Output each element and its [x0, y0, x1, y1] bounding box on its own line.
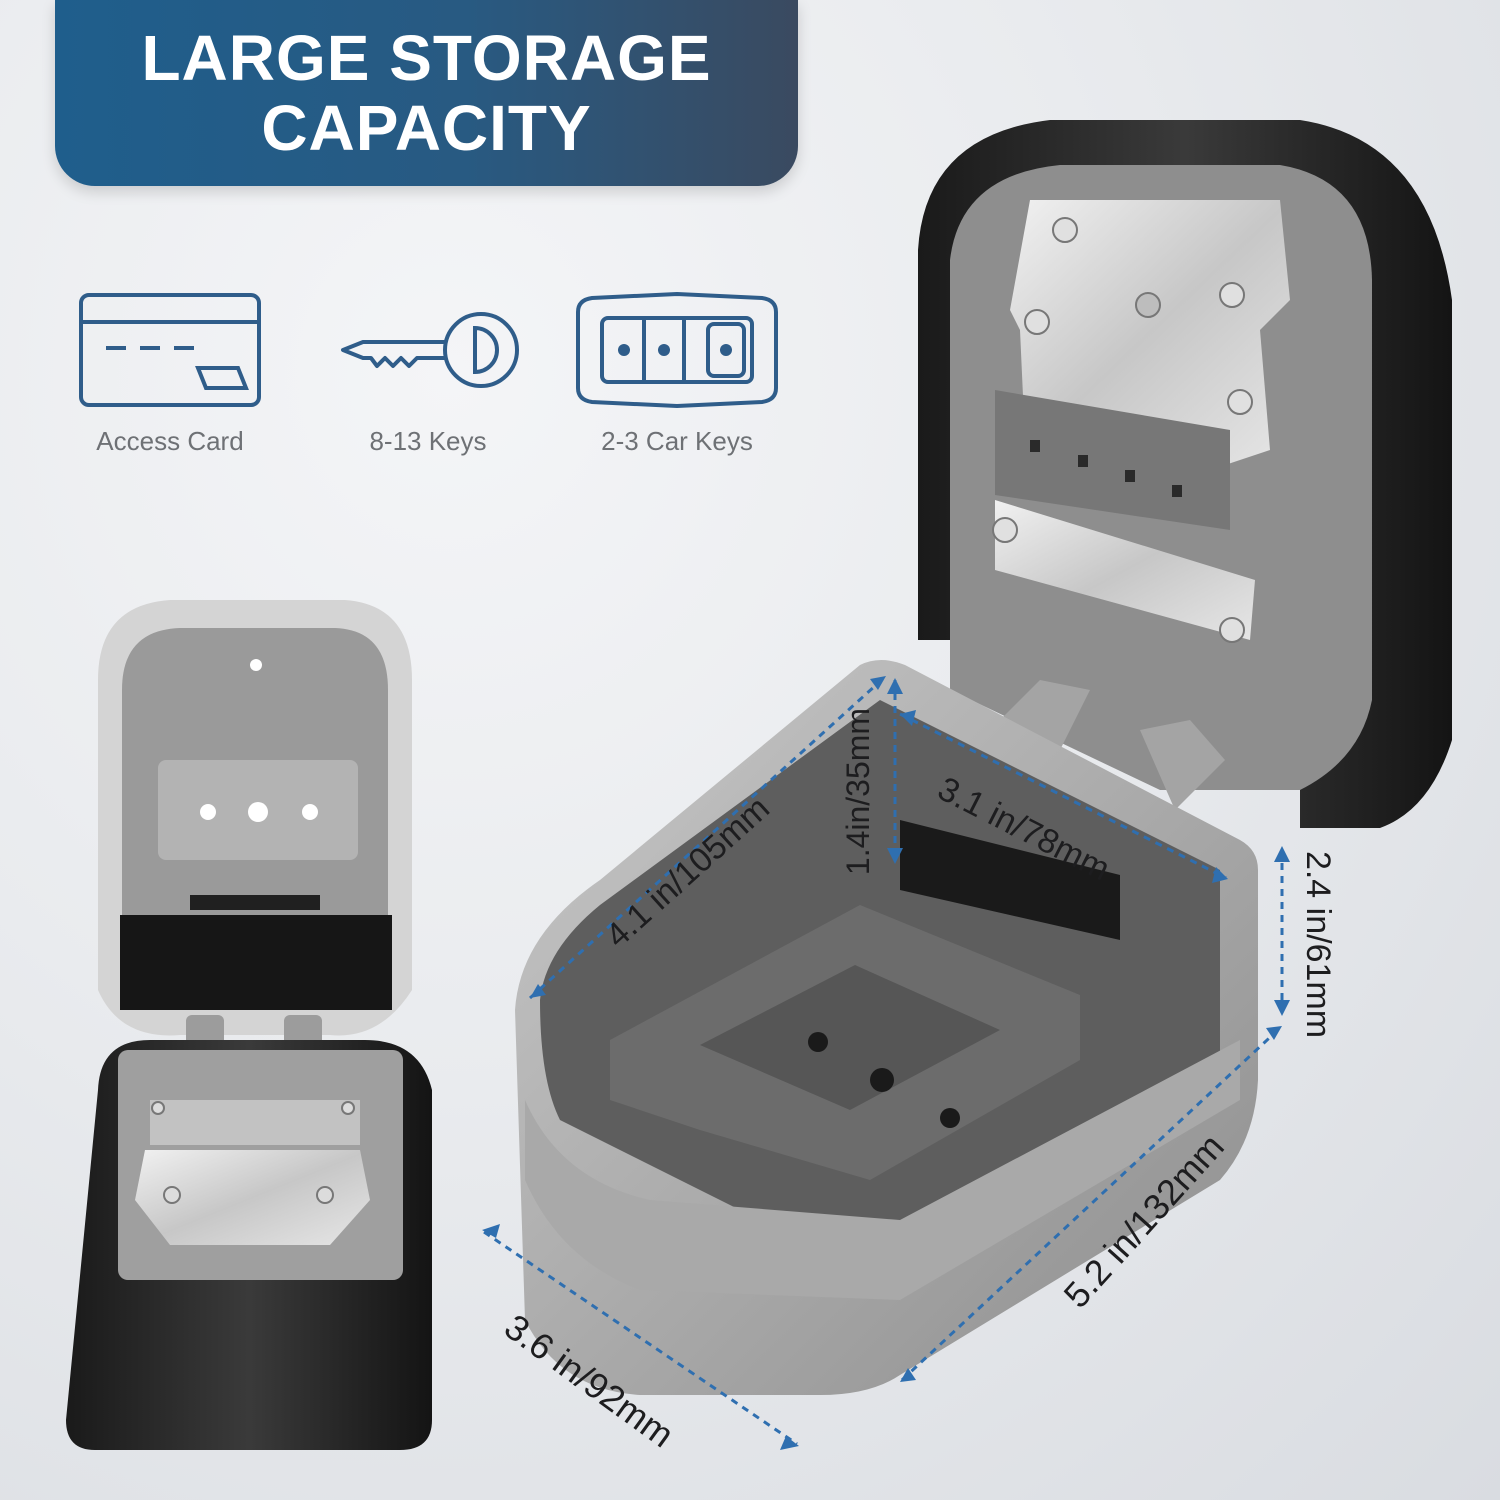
arrow-length-outer: [900, 1026, 1282, 1382]
dimension-arrows: [483, 674, 1284, 1446]
dimension-height-outer: 2.4 in/61mm: [1299, 850, 1338, 1039]
feature-label-access-card: Access Card: [96, 426, 244, 456]
title-banner: LARGE STORAGE CAPACITY: [55, 0, 798, 186]
title-line-2: CAPACITY: [261, 92, 592, 164]
arrow-width-outer: [483, 1230, 798, 1446]
feature-car-keys: 2-3 Car Keys: [567, 292, 787, 457]
feature-keys: 8-13 Keys: [318, 292, 538, 457]
small-lockbox: [66, 600, 432, 1450]
feature-access-card: Access Card: [60, 292, 280, 457]
arrow-depth-inner: [528, 674, 888, 1000]
key-icon: [341, 312, 519, 388]
title-line-1: LARGE STORAGE: [141, 22, 712, 94]
dimension-height-inner: 1.4in/35mm: [840, 707, 877, 876]
arrow-width-inner: [899, 712, 1227, 880]
feature-label-car-keys: 2-3 Car Keys: [601, 426, 753, 456]
large-lockbox: [515, 120, 1452, 1395]
feature-label-keys: 8-13 Keys: [369, 426, 487, 456]
car-key-icon: [576, 292, 778, 408]
access-card-icon: [79, 293, 261, 407]
arrow-heads: [482, 676, 1290, 1450]
